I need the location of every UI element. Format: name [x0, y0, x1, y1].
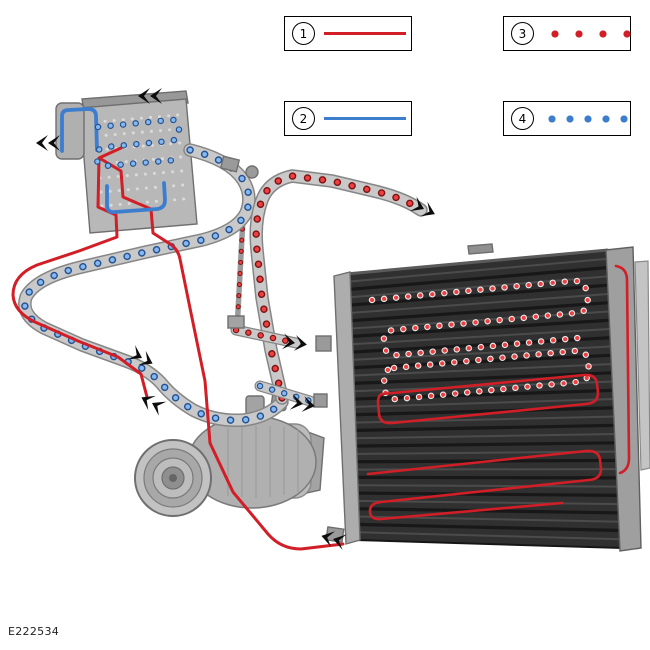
legend-sample-blue-dotted-line: [543, 112, 633, 125]
compressor-assembly: [134, 388, 325, 517]
condenser-mount-tab: [467, 243, 494, 255]
condenser-assembly: [333, 243, 650, 552]
hvac-housing-body: [79, 98, 198, 234]
flow-arrow: [141, 395, 167, 416]
condenser-fin: [347, 283, 610, 307]
condenser-fin: [346, 257, 609, 283]
flow-arrow: [282, 333, 307, 351]
condenser-fin: [350, 371, 614, 386]
legend-item-2: 2: [284, 101, 412, 136]
legend-number-badge-1: 1: [292, 22, 315, 45]
condenser-fin: [348, 327, 612, 346]
legend-sample-red-solid-line: [324, 32, 406, 35]
legend-number-badge-4: 4: [511, 107, 534, 130]
condenser-fins: [346, 257, 622, 541]
condenser-fin: [351, 423, 617, 433]
condenser-fin: [354, 499, 620, 506]
compressor-ribs: [227, 426, 299, 498]
legend-sample-blue-solid-line: [324, 117, 406, 120]
condenser-liquid-serpentine-lower: [366, 449, 603, 521]
condenser-fin: [346, 265, 609, 292]
condenser-fin: [348, 318, 612, 339]
flow-arrow: [36, 135, 60, 151]
flow-arrow: [289, 394, 315, 412]
receiver-drier-strip: [634, 260, 650, 471]
legend-item-1: 1: [284, 16, 412, 51]
compressor-shaft-bolt: [169, 474, 177, 482]
flow-arrow: [321, 531, 347, 550]
legend-number-badge-2: 2: [292, 107, 315, 130]
condenser-port-block: [313, 393, 328, 408]
condenser-fin: [353, 484, 620, 488]
tube-clamp: [227, 315, 245, 329]
line-fitting: [245, 165, 259, 179]
condenser-fin: [350, 398, 616, 408]
figure-code: E222534: [8, 625, 60, 638]
condenser-fin: [352, 433, 617, 440]
condenser-top-edge: [345, 248, 609, 276]
condenser-fin: [347, 310, 611, 330]
legend-number-badge-3: 3: [511, 22, 534, 45]
condenser-fin: [354, 491, 620, 498]
flow-arrow: [138, 88, 162, 104]
liquid-line-main: [99, 157, 345, 551]
condenser-fin: [350, 380, 615, 393]
condenser-fin: [347, 300, 611, 323]
tube-clamp: [219, 155, 241, 173]
condenser-fin: [349, 362, 614, 377]
condenser-fin: [351, 406, 616, 417]
heater-core-line: [60, 107, 167, 215]
heater-core-line-group: [60, 107, 179, 215]
condenser-liquid-loop: [376, 373, 600, 425]
flow-arrow: [127, 345, 153, 366]
flow-arrows-group: [36, 88, 435, 550]
refrigerant-tubes: [25, 150, 421, 543]
liquid-lines: [11, 146, 345, 551]
condenser-inlet-block: [315, 335, 332, 352]
condenser-fin: [349, 345, 613, 362]
legend-item-3: 3: [503, 16, 633, 51]
condenser-fin: [352, 441, 618, 448]
condenser-liquid-right-tank-drop: [614, 264, 631, 475]
condenser-right-tank: [605, 246, 642, 552]
liquid-line-loop: [11, 146, 149, 399]
condenser-left-frame: [333, 271, 361, 545]
condenser-fin: [347, 292, 611, 315]
condenser-fin: [355, 522, 622, 533]
legend-item-4: 4: [503, 101, 633, 136]
flow-arrow: [409, 196, 435, 217]
condenser-fin: [355, 531, 622, 541]
legend-sample-red-dotted-line: [543, 27, 633, 40]
